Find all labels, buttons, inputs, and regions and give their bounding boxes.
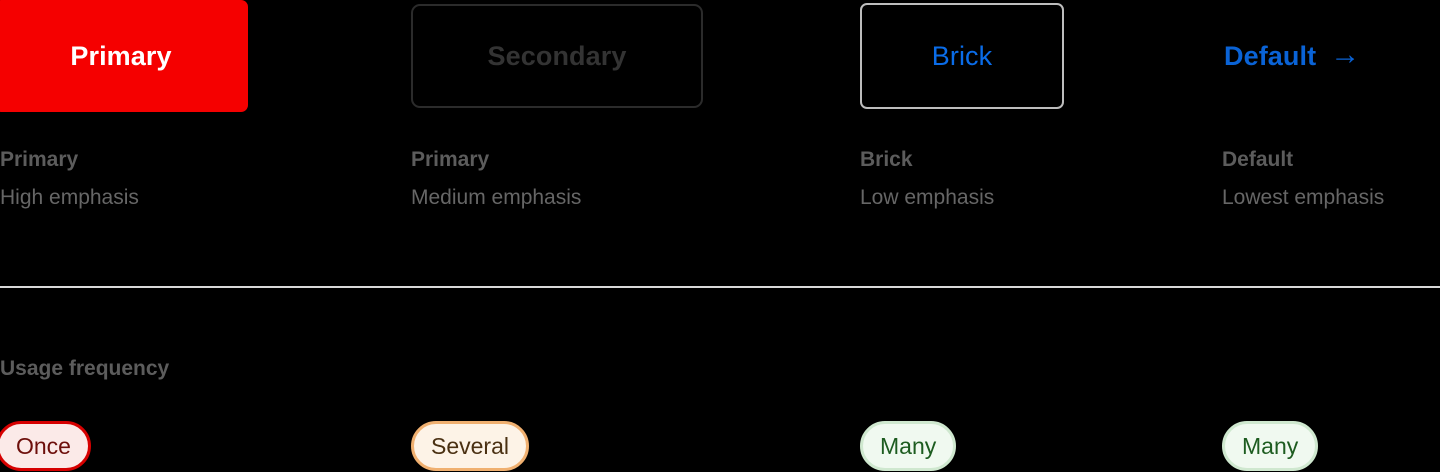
usage-badge-many: Many [860,421,957,471]
arrow-right-icon: → [1330,38,1361,71]
usage-pill-slot-primary: Once [0,421,400,471]
brick-button[interactable]: Brick [860,3,1064,109]
secondary-button[interactable]: Secondary [411,4,703,108]
caption-title: Primary [0,148,79,171]
caption-brick: Brick Low emphasis [860,148,994,211]
usage-badge-many: Many [1222,421,1319,471]
usage-pill-slot-default: Many [1222,421,1440,471]
caption-subtitle: Lowest emphasis [1222,185,1385,209]
primary-button[interactable]: Primary [0,0,248,112]
usage-pill-slot-brick: Many [860,421,1210,471]
caption-subtitle: Low emphasis [860,185,995,209]
caption-secondary: Primary Medium emphasis [411,148,581,211]
caption-title: Default [1222,148,1294,171]
caption-primary: Primary High emphasis [0,148,139,211]
default-button[interactable]: Default → [1224,36,1360,76]
caption-subtitle: Medium emphasis [411,185,582,209]
usage-pill-slot-secondary: Several [411,421,851,471]
caption-default: Default Lowest emphasis [1222,148,1384,211]
section-divider [0,286,1440,288]
usage-badge-once: Once [0,421,91,471]
default-button-label: Default [1224,40,1317,71]
caption-title: Primary [411,148,490,171]
caption-title: Brick [860,148,913,171]
caption-subtitle: High emphasis [0,185,139,209]
usage-badge-several: Several [411,421,529,471]
usage-frequency-label: Usage frequency [0,357,170,380]
